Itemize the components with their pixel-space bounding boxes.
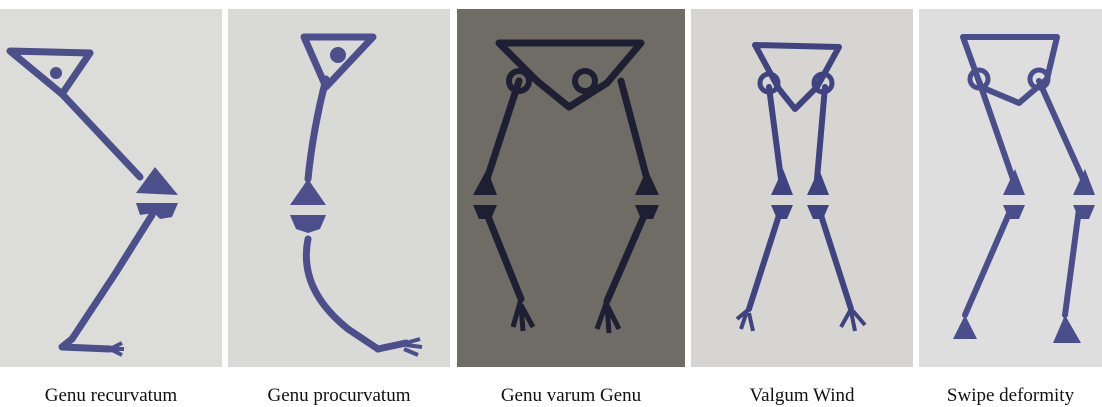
figure-valgum-wind: Valgum Wind	[691, 9, 913, 367]
figure-genu-varum: Genu varum Genu	[457, 9, 685, 367]
photo-genu-recurvatum	[0, 9, 222, 367]
photo-valgum-wind	[691, 9, 913, 367]
caption: Genu procurvatum	[228, 385, 450, 407]
photo-genu-procurvatum	[228, 9, 450, 367]
figure-genu-procurvatum: Genu procurvatum	[228, 9, 450, 367]
caption: Genu varum Genu	[457, 385, 685, 407]
caption: Swipe deformity	[919, 385, 1102, 407]
photo-swipe-deformity	[919, 9, 1102, 367]
figure-genu-recurvatum: Genu recurvatum	[0, 9, 222, 367]
caption: Genu recurvatum	[0, 385, 222, 407]
paper-background	[691, 9, 913, 367]
caption: Valgum Wind	[691, 385, 913, 407]
paper-background	[0, 9, 222, 367]
photo-genu-varum	[457, 9, 685, 367]
figure-swipe-deformity: Swipe deformity	[919, 9, 1102, 367]
